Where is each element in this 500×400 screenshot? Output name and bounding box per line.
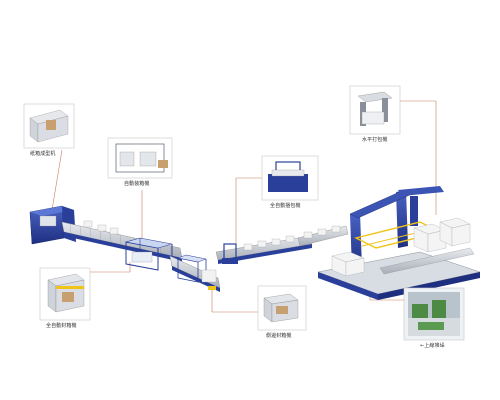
strapping-conveyor xyxy=(215,235,313,264)
label-strapping-machine: 全自動捆包機 xyxy=(270,203,301,209)
main-conveyor xyxy=(61,220,183,262)
carton-erector-station xyxy=(29,205,76,245)
palletizer-station xyxy=(317,186,481,300)
thumb-strapping-machine xyxy=(261,155,319,201)
sealer-conveyor xyxy=(169,254,221,292)
label-warehouse: ←上線堆垛 xyxy=(420,343,445,349)
thumb-carton-erector xyxy=(23,103,75,149)
thumb-warehouse xyxy=(403,287,465,341)
thumb-horizontal-strapper xyxy=(349,85,401,135)
thumb-side-sealer xyxy=(257,285,307,331)
label-carton-erector: 纸箱成型机 xyxy=(30,151,56,157)
case-packer-station xyxy=(125,237,173,271)
leader-carton-erector xyxy=(51,149,63,211)
label-auto-sealer: 全自動封箱機 xyxy=(46,323,77,329)
palletizer-feed-conveyor xyxy=(297,225,349,247)
thumb-auto-sealer xyxy=(39,267,91,321)
label-case-packer: 自動装箱機 xyxy=(124,181,150,187)
label-horizontal-strapper: 水平打包機 xyxy=(362,137,388,143)
thumb-case-packer xyxy=(107,137,173,179)
label-side-sealer: 側邊封箱機 xyxy=(266,333,292,339)
